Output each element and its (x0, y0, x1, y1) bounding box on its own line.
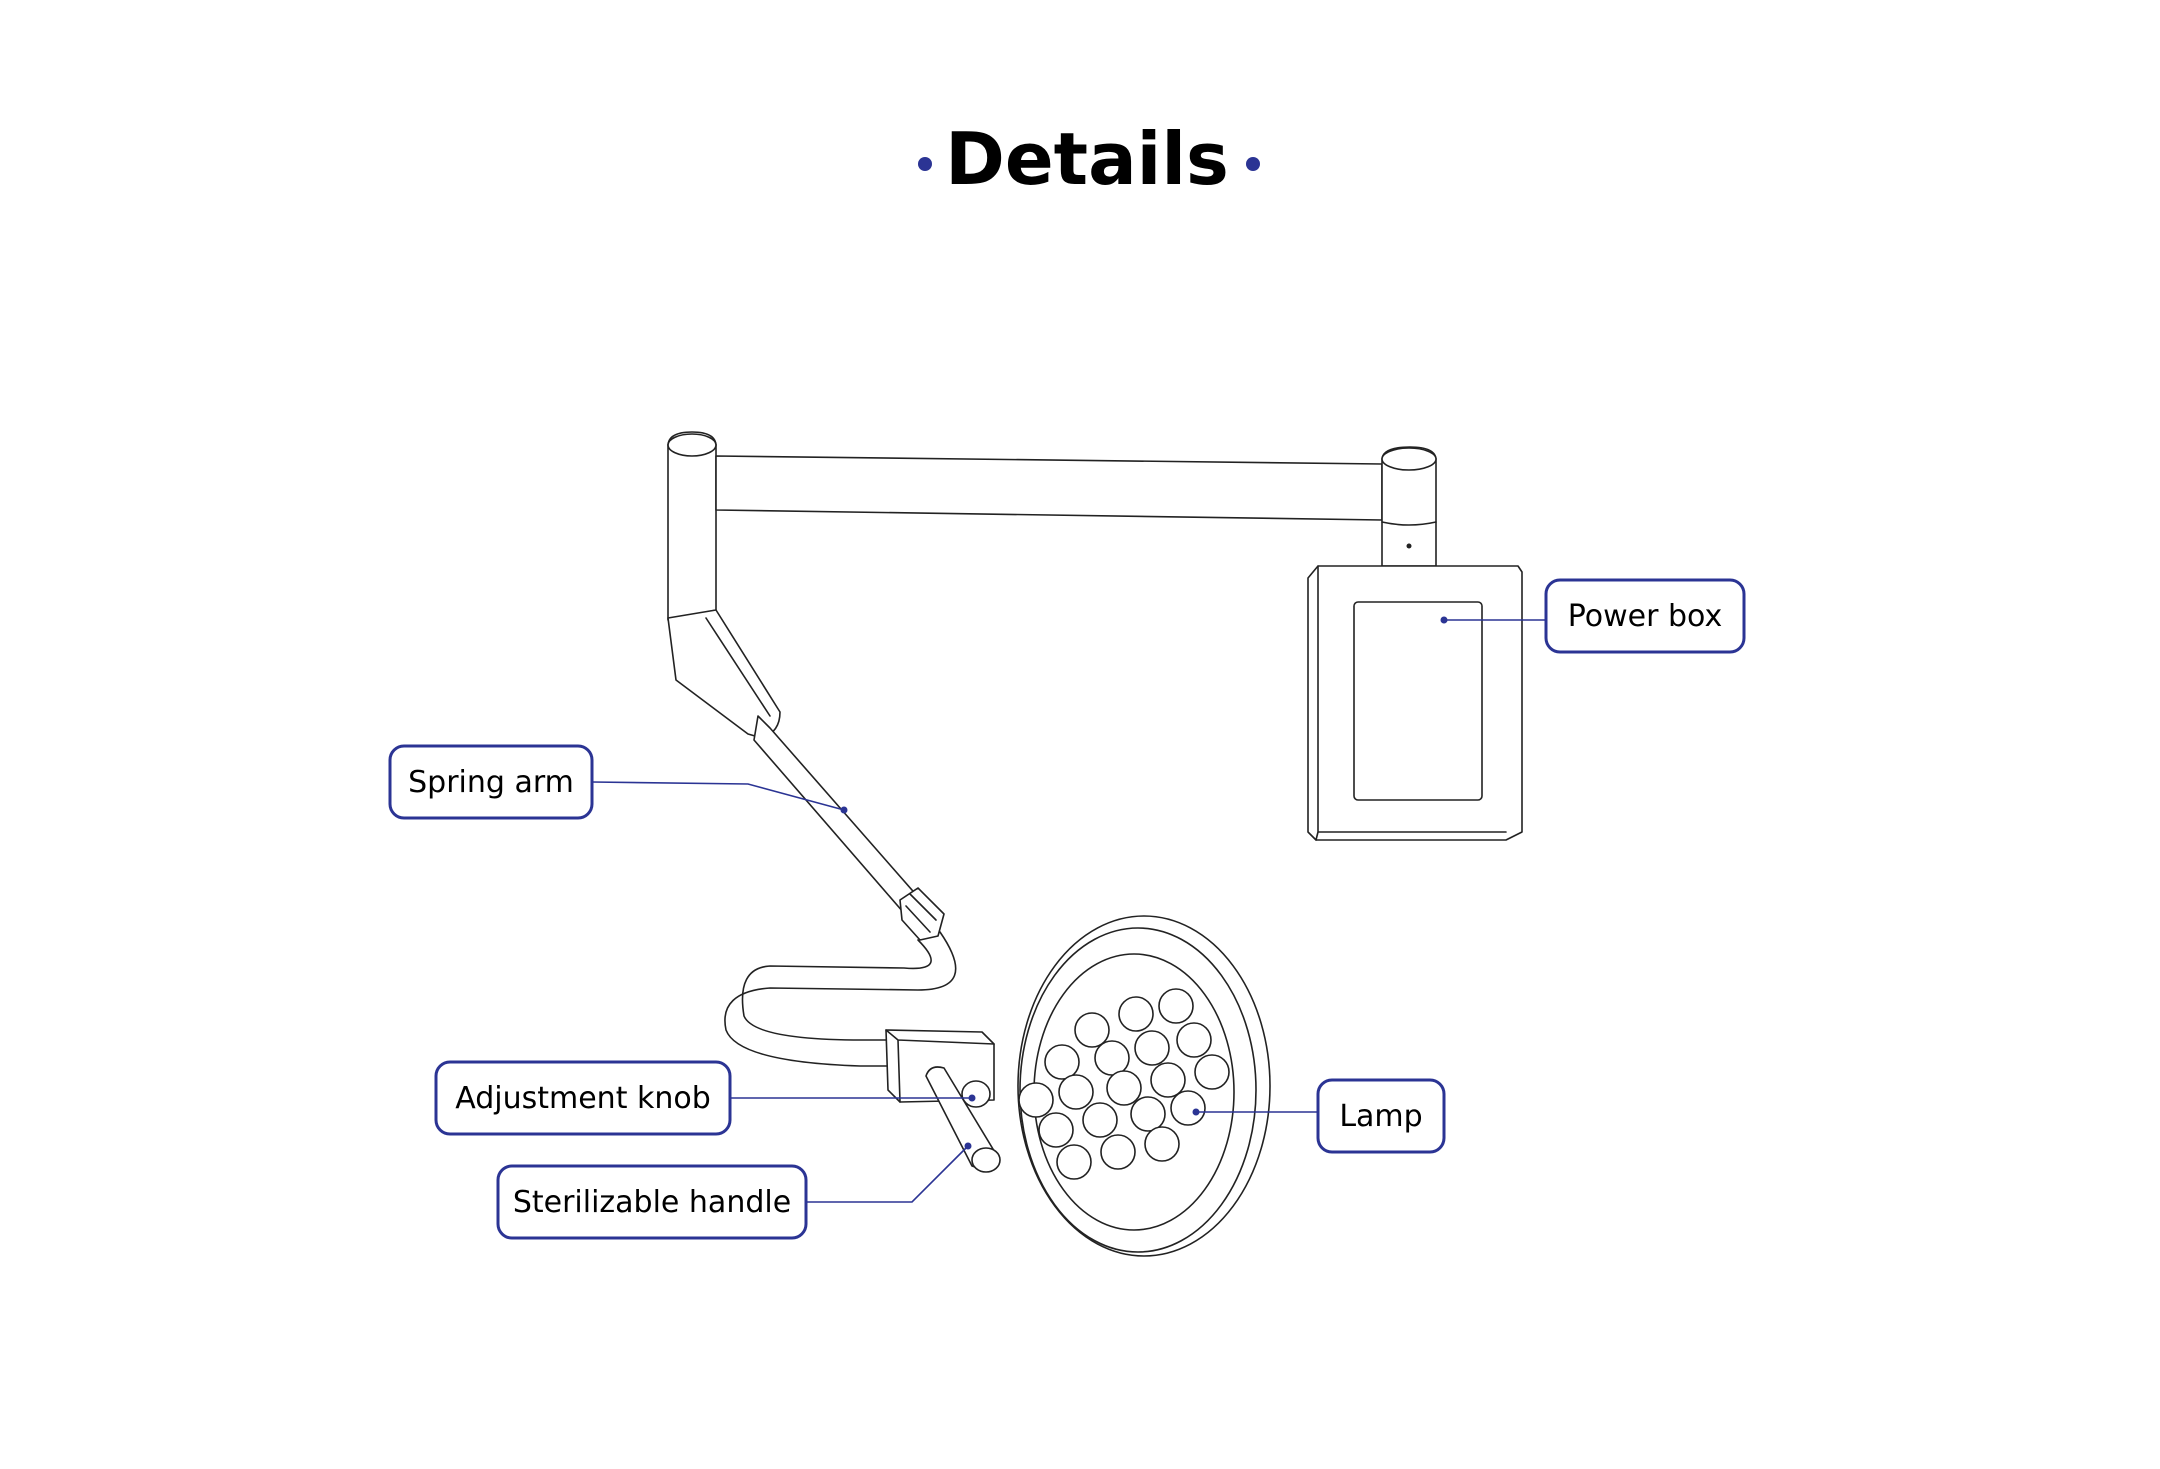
spring-arm-joint (899, 887, 945, 941)
callout-sterilizable-handle: Sterilizable handle (496, 1142, 972, 1240)
title-left-dot (918, 157, 932, 171)
led (1018, 1082, 1054, 1118)
led (1130, 1096, 1166, 1132)
spring-arm-label: Spring arm (408, 765, 574, 800)
power-box-panel (1353, 601, 1483, 801)
horizontal-arm (715, 455, 1383, 521)
spring-arm-housing-edge (705, 617, 771, 717)
gooseneck-inner (741, 939, 932, 1041)
led (1194, 1054, 1230, 1090)
title-group: Details (918, 117, 1260, 201)
callout-power-box: Power box (1440, 578, 1746, 654)
surgical-lamp-drawing (667, 431, 1523, 1257)
led (1082, 1102, 1118, 1138)
power-box-side (1315, 565, 1507, 841)
callout-lamp: Lamp (1192, 1078, 1446, 1154)
handle-tip (971, 1147, 1001, 1173)
callout-adjustment-knob: Adjustment knob (434, 1060, 976, 1136)
power-box-label-box (1544, 578, 1746, 654)
led-array (1018, 988, 1230, 1180)
power-box-label: Power box (1568, 599, 1722, 634)
led (1176, 1022, 1212, 1058)
led (1158, 988, 1194, 1024)
page-title: Details (945, 117, 1229, 201)
adjustment-knob-label-box (434, 1060, 732, 1136)
led (1118, 996, 1154, 1032)
led (1170, 1090, 1206, 1126)
adjustment-knob-label: Adjustment knob (455, 1081, 711, 1116)
right-joint-pin (1406, 543, 1412, 549)
left-post (667, 431, 717, 621)
spring-arm-anchor-dot (840, 806, 848, 814)
callout-spring-arm: Spring arm (388, 744, 848, 820)
sterilizable-handle-anchor-dot (964, 1142, 972, 1150)
sterilizable-handle-label-box (496, 1164, 808, 1240)
spring-arm-rod (753, 715, 927, 921)
spring-arm-housing (667, 609, 781, 739)
right-joint-collar (1381, 521, 1437, 526)
led (1044, 1044, 1080, 1080)
adjustment-knob (961, 1080, 991, 1108)
power-box-anchor-dot (1440, 616, 1448, 624)
spring-arm-leader (591, 781, 845, 811)
led (1134, 1030, 1170, 1066)
spring-arm-label-box (388, 744, 594, 820)
sterilizable-handle-leader (806, 1145, 969, 1203)
led (1058, 1074, 1094, 1110)
led (1056, 1144, 1092, 1180)
gooseneck-outer (724, 931, 957, 1067)
led (1038, 1112, 1074, 1148)
lamp-label-box (1316, 1078, 1446, 1154)
sterilizable-handle-label: Sterilizable handle (513, 1185, 791, 1220)
lamp-anchor-dot (1192, 1108, 1200, 1116)
left-post-cap (667, 433, 717, 457)
led (1094, 1040, 1130, 1076)
spring-arm-joint-ring (905, 893, 937, 933)
led (1150, 1062, 1186, 1098)
adjustment-knob-anchor-dot (968, 1094, 976, 1102)
right-joint-cap (1381, 447, 1437, 471)
lamp-label: Lamp (1339, 1099, 1422, 1134)
title-right-dot (1246, 157, 1260, 171)
led (1074, 1012, 1110, 1048)
yoke-block-top (885, 1029, 995, 1103)
power-box (1307, 565, 1523, 841)
led (1144, 1126, 1180, 1162)
led (1100, 1134, 1136, 1170)
led (1106, 1070, 1142, 1106)
